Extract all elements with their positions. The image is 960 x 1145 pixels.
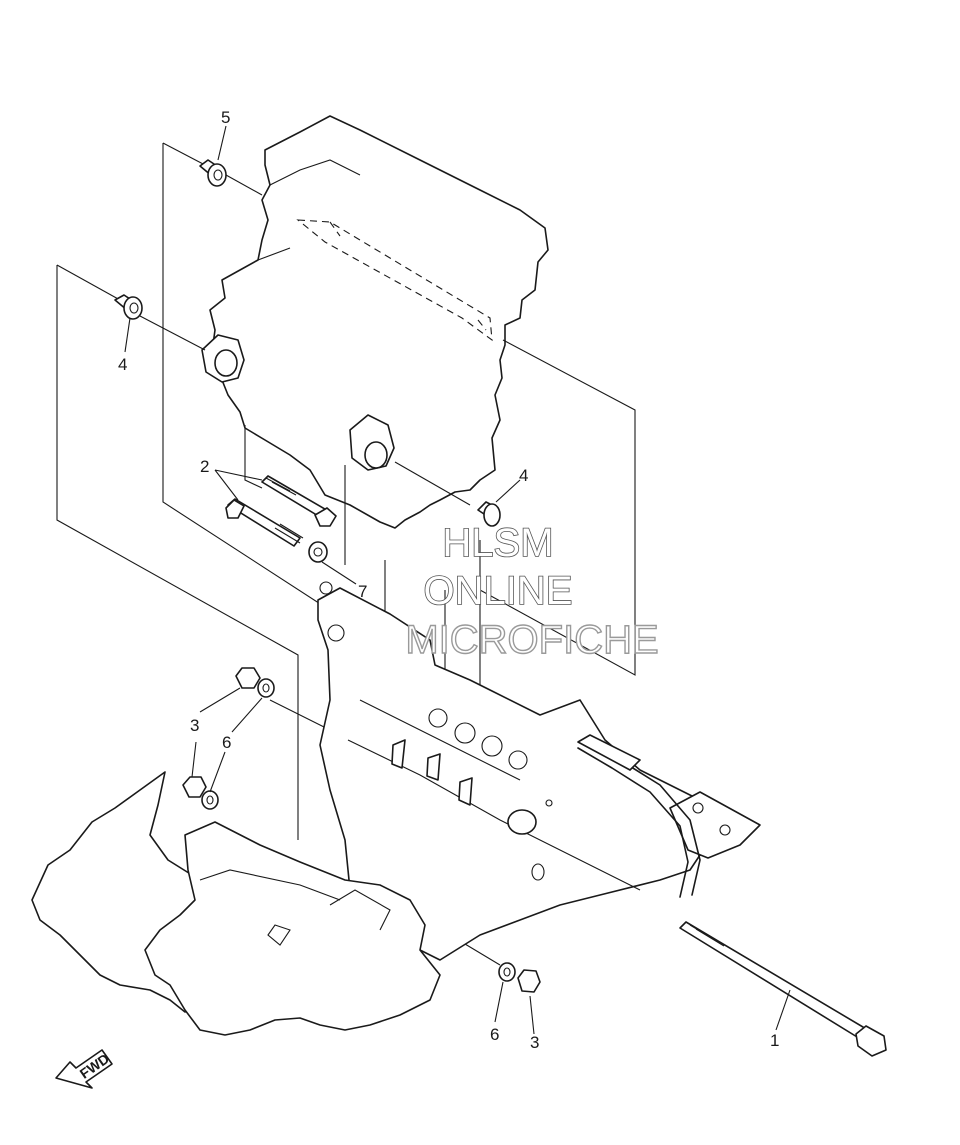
watermark-line-3: MICROFICHE: [405, 618, 658, 662]
callout-labels: 5 4 4 2 7 3 6 6 3 1: [118, 108, 779, 1052]
watermark: HLSM ONLINE MICROFICHE: [405, 520, 660, 663]
callout-5: 5: [221, 108, 230, 127]
callout-4-upper: 4: [118, 355, 127, 374]
bolt-part-4-lower: [477, 501, 501, 527]
engine-block: [201, 115, 549, 529]
nut-washer-right: [498, 962, 541, 993]
callout-7: 7: [358, 582, 367, 601]
watermark-line-2: ONLINE: [424, 569, 573, 613]
long-bolt-part-1: [679, 921, 887, 1057]
bolt-part-4-upper: [114, 294, 143, 320]
callout-3-lower: 3: [530, 1033, 539, 1052]
callout-4-lower: 4: [519, 466, 528, 485]
through-bolts-part-2: [225, 475, 337, 547]
fasteners: [114, 159, 887, 1057]
callout-3-upper: 3: [190, 716, 199, 735]
washer-part-7: [308, 541, 328, 563]
callout-1: 1: [770, 1031, 779, 1050]
callout-6-upper: 6: [222, 733, 231, 752]
forward-direction-arrow: FWD: [55, 1049, 113, 1089]
callout-leaders: [124, 125, 791, 1035]
bolt-part-5: [199, 159, 227, 187]
hull-section: [31, 771, 441, 1036]
nut-washer-upper: [235, 667, 275, 698]
nut-washer-left: [182, 776, 219, 810]
callout-2: 2: [200, 457, 209, 476]
engine-bracket: [317, 581, 761, 961]
callout-6-lower: 6: [490, 1025, 499, 1044]
watermark-line-1: HLSM: [442, 521, 553, 565]
